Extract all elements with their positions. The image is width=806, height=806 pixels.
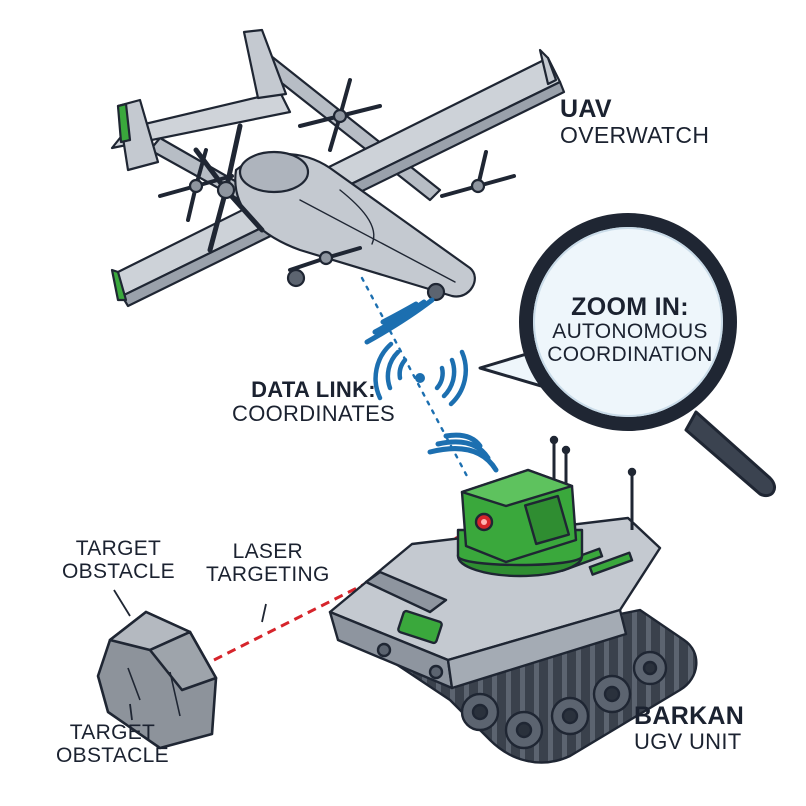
zoom-line-1: AUTONOMOUS [552, 320, 708, 343]
magnifier-lens [519, 213, 737, 431]
wifi-signal-icon-middle [373, 341, 468, 407]
leader-lines [113, 589, 267, 721]
ugv-label: BARKAN UGV UNIT [634, 703, 744, 754]
vtol-rotor-2 [298, 78, 382, 152]
target-top-line-2: OBSTACLE [62, 559, 175, 583]
magnifier-handle [684, 410, 776, 497]
ugv-title: BARKAN [634, 702, 745, 730]
data-link-signal [360, 276, 499, 480]
link-node [415, 373, 425, 383]
data-link-subtitle: COORDINATES [232, 400, 396, 426]
data-link-title: DATA LINK: [251, 377, 376, 402]
vtol-rotor-4 [440, 150, 516, 198]
vtol-rotor-3 [288, 246, 362, 272]
tail-fin-right [242, 28, 288, 100]
laser-targeting-label: LASER TARGETING [206, 540, 330, 586]
target-bottom-line-1: TARGET [69, 721, 156, 744]
laser-label-leader [261, 603, 267, 623]
target-obstacle-label-top: TARGET OBSTACLE [62, 537, 175, 583]
ugv-green-panel [397, 609, 443, 645]
uav-drone-icon [110, 28, 566, 308]
target-bottom-line-2: OBSTACLE [56, 743, 169, 767]
laser-beam [213, 522, 485, 662]
zoom-title: ZOOM IN: [571, 293, 689, 321]
ugv-tank-icon [328, 435, 698, 764]
laser-line-1: LASER [232, 540, 304, 563]
vtol-rotor-1 [158, 148, 234, 222]
target-top-line-1: TARGET [75, 537, 162, 560]
ugv-subtitle: UGV UNIT [634, 729, 742, 754]
zoom-callout-label: ZOOM IN: AUTONOMOUS COORDINATION [544, 294, 716, 366]
zoom-line-2: COORDINATION [547, 342, 713, 366]
uav-label: UAV OVERWATCH [560, 96, 709, 148]
target-obstacle-label-bottom: TARGET OBSTACLE [56, 721, 169, 767]
uav-subtitle: OVERWATCH [560, 122, 710, 148]
target-bottom-leader [129, 703, 133, 721]
uav-title: UAV [560, 95, 612, 123]
rock-icon [96, 610, 218, 750]
data-link-label: DATA LINK: COORDINATES [232, 378, 395, 426]
target-top-leader [113, 589, 131, 617]
magnifier-icon [478, 213, 776, 497]
laser-line-2: TARGETING [206, 562, 330, 586]
wifi-signal-icon-top [364, 297, 435, 345]
wifi-signal-icon-bottom [427, 432, 499, 473]
